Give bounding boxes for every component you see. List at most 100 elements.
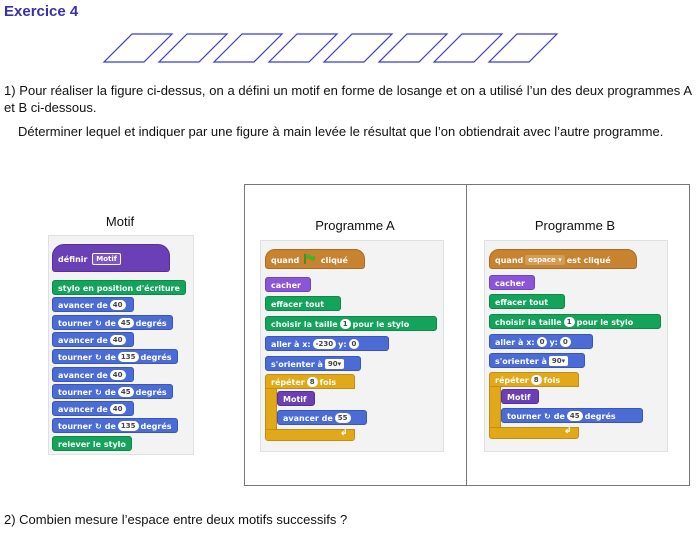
turn-de-label: de (553, 412, 565, 421)
pen-size-value: 1 (563, 317, 575, 327)
clear-all-block: effacer tout (265, 296, 341, 311)
motif-block-value: 135 (117, 352, 139, 363)
motif-block-value: 40 (109, 334, 126, 345)
pen-size-suffix: pour le stylo (352, 320, 410, 329)
motif-block-suffix: degrés (135, 387, 167, 397)
motif-block-value: 40 (109, 369, 126, 380)
y-label: y: (549, 338, 558, 347)
hat-end-label: est cliqué (566, 256, 611, 265)
turn-right-icon: ↻ (95, 318, 102, 328)
repeat-c-foot: ↲ (489, 425, 579, 439)
motif-block-suffix: degrés (140, 422, 172, 432)
diamond-shape (102, 33, 174, 63)
y-label: y: (338, 340, 347, 349)
motif-block-label: tourner (58, 422, 93, 432)
diamond-shape (267, 33, 339, 63)
motif-caption: Motif (105, 214, 135, 229)
define-motif-block: définir Motif (52, 244, 170, 272)
program-a-caption: Programme A (315, 218, 395, 233)
repeat-label: répéter (271, 378, 305, 387)
motif-block-label: tourner (58, 318, 93, 328)
diamond-shape (322, 33, 394, 63)
define-name-slot: Motif (92, 253, 121, 265)
turn-de-label: de (104, 318, 116, 328)
green-flag-icon (304, 251, 316, 264)
orient-label: s'orienter à (271, 360, 323, 369)
y-value: 0 (559, 337, 571, 347)
repeat-label: répéter (495, 376, 529, 385)
orient-value: 90▾ (324, 359, 345, 369)
move-label: avancer de (283, 414, 333, 423)
program-b-caption: Programme B (534, 218, 616, 233)
diamond-shape (377, 33, 449, 63)
turn-right-icon: ↻ (544, 412, 551, 421)
pen-size-label: choisir la taille (271, 320, 338, 329)
turn-right-icon: ↻ (95, 353, 102, 363)
green-flag-hat-block: quand cliqué (265, 249, 365, 269)
pen-size-suffix: pour le stylo (576, 318, 634, 327)
orient-value: 90▾ (548, 356, 569, 366)
define-label: définir (58, 255, 88, 264)
loop-arrow-icon: ↲ (340, 427, 348, 437)
diamond-figure (102, 33, 559, 63)
question-1-instruction: Déterminer lequel et indiquer par une fi… (18, 124, 664, 139)
motif-block-label: avancer de (58, 301, 108, 311)
turn-value: 45 (566, 411, 583, 421)
move-value: 55 (334, 413, 351, 423)
programs-frame (244, 184, 690, 486)
hide-block: cacher (489, 275, 535, 290)
diamond-shape (212, 33, 284, 63)
turn-right-icon: ↻ (95, 422, 102, 432)
turn-de-label: de (104, 422, 116, 432)
repeat-c-arm (265, 388, 277, 430)
motif-block-value: 40 (109, 404, 126, 415)
key-dropdown: espace ▾ (525, 255, 565, 265)
loop-arrow-icon: ↲ (564, 425, 572, 435)
motif-block-label: tourner (58, 387, 93, 397)
motif-call-block: Motif (501, 389, 539, 404)
goto-label: aller à x: (271, 340, 311, 349)
motif-block-label: avancer de (58, 335, 108, 345)
hide-block: cacher (265, 277, 311, 292)
repeat-value: 8 (530, 375, 542, 385)
hat-clique-label: cliqué (320, 256, 348, 265)
turn-right-icon: ↻ (95, 387, 102, 397)
motif-block-suffix: degrés (135, 318, 167, 328)
repeat-c-arm (489, 386, 501, 428)
turn-de-label: de (104, 387, 116, 397)
x-value: -230 (312, 339, 337, 349)
repeat-fois-label: fois (543, 376, 561, 385)
question-2-text: 2) Combien mesure l’espace entre deux mo… (4, 512, 348, 527)
repeat-fois-label: fois (319, 378, 337, 387)
motif-block-label: stylo en position d'écriture (58, 284, 180, 293)
repeat-value: 8 (306, 377, 318, 387)
motif-block-label: avancer de (58, 405, 108, 415)
motif-block: relever le stylo (52, 435, 132, 451)
motif-call-block: Motif (277, 391, 315, 406)
diamond-shape (487, 33, 559, 63)
turn-degrees-label: degrés (584, 412, 616, 421)
motif-block-value: 45 (117, 317, 134, 328)
goto-label: aller à x: (495, 338, 535, 347)
motif-block-value: 135 (117, 421, 139, 432)
pen-size-label: choisir la taille (495, 318, 562, 327)
clear-all-block: effacer tout (489, 294, 565, 309)
y-value: 0 (348, 339, 360, 349)
